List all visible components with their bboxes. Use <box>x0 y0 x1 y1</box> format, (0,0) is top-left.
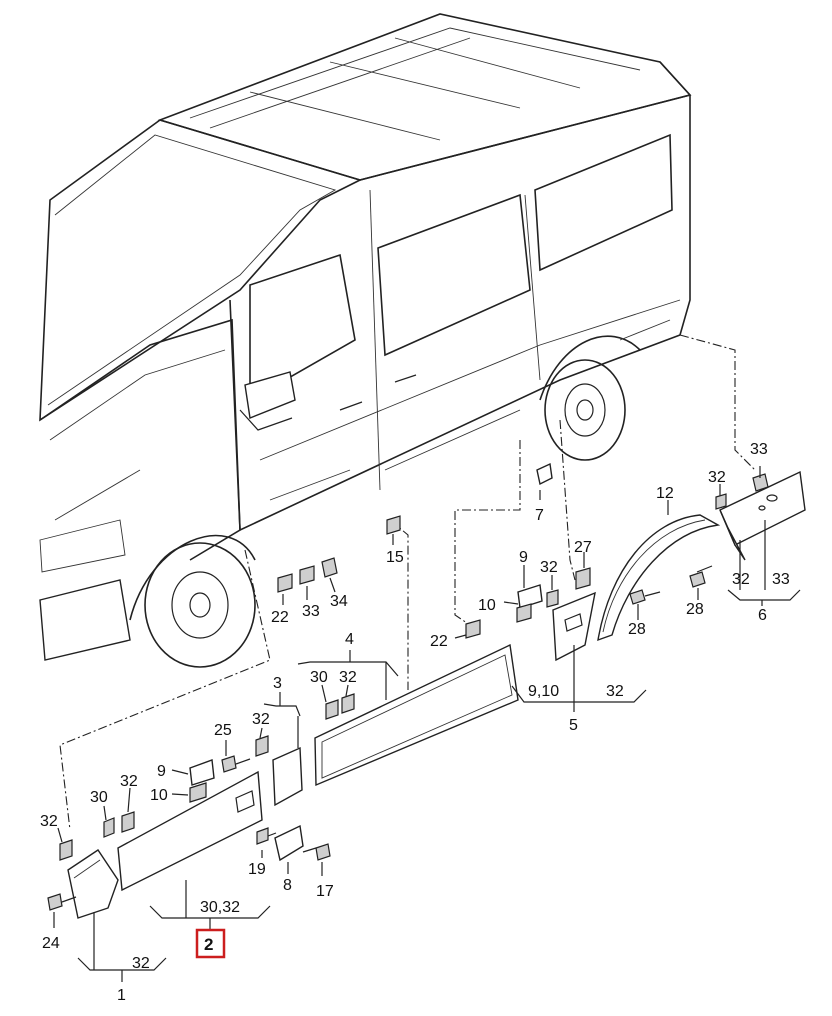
callout-32: 32 <box>40 813 58 830</box>
highlighted-callout-2: 2 <box>195 928 226 959</box>
callout-32: 32 <box>132 955 150 972</box>
callout-32: 32 <box>606 683 624 700</box>
callout-32: 32 <box>120 773 138 790</box>
leader-lines <box>53 466 801 982</box>
callout-32: 32 <box>339 669 357 686</box>
callout-30-32: 30,32 <box>200 899 240 916</box>
highlight-box <box>195 928 226 959</box>
callout-22: 22 <box>430 633 448 650</box>
callout-32: 32 <box>708 469 726 486</box>
callout-24: 24 <box>42 935 60 952</box>
callout-labels: 33 32 12 7 15 27 9 32 10 28 28 32 33 6 2… <box>40 441 790 1004</box>
callout-34: 34 <box>330 593 348 610</box>
callout-33: 33 <box>772 571 790 588</box>
callout-1: 1 <box>117 987 126 1004</box>
callout-12: 12 <box>656 485 674 502</box>
callout-32: 32 <box>252 711 270 728</box>
callout-25: 25 <box>214 722 232 739</box>
callout-30: 30 <box>90 789 108 806</box>
callout-10: 10 <box>150 787 168 804</box>
callout-17: 17 <box>316 883 334 900</box>
callout-9-10: 9,10 <box>528 683 559 700</box>
callout-30: 30 <box>310 669 328 686</box>
callout-33: 33 <box>302 603 320 620</box>
callout-32: 32 <box>540 559 558 576</box>
callout-5: 5 <box>569 717 578 734</box>
callout-9: 9 <box>519 549 528 566</box>
callout-9: 9 <box>157 763 166 780</box>
callout-4: 4 <box>345 631 354 648</box>
callout-10: 10 <box>478 597 496 614</box>
callout-19: 19 <box>248 861 266 878</box>
callout-28: 28 <box>686 601 704 618</box>
callout-27: 27 <box>574 539 592 556</box>
callout-32: 32 <box>732 571 750 588</box>
callout-6: 6 <box>758 607 767 624</box>
callout-22: 22 <box>271 609 289 626</box>
callout-15: 15 <box>386 549 404 566</box>
callout-3: 3 <box>273 675 282 692</box>
callout-8: 8 <box>283 877 292 894</box>
van-illustration <box>39 13 692 668</box>
callout-7: 7 <box>535 507 544 524</box>
callout-2: 2 <box>204 935 213 954</box>
callout-28: 28 <box>628 621 646 638</box>
dash-lines <box>59 334 756 831</box>
parts <box>47 462 806 919</box>
callout-33: 33 <box>750 441 768 458</box>
